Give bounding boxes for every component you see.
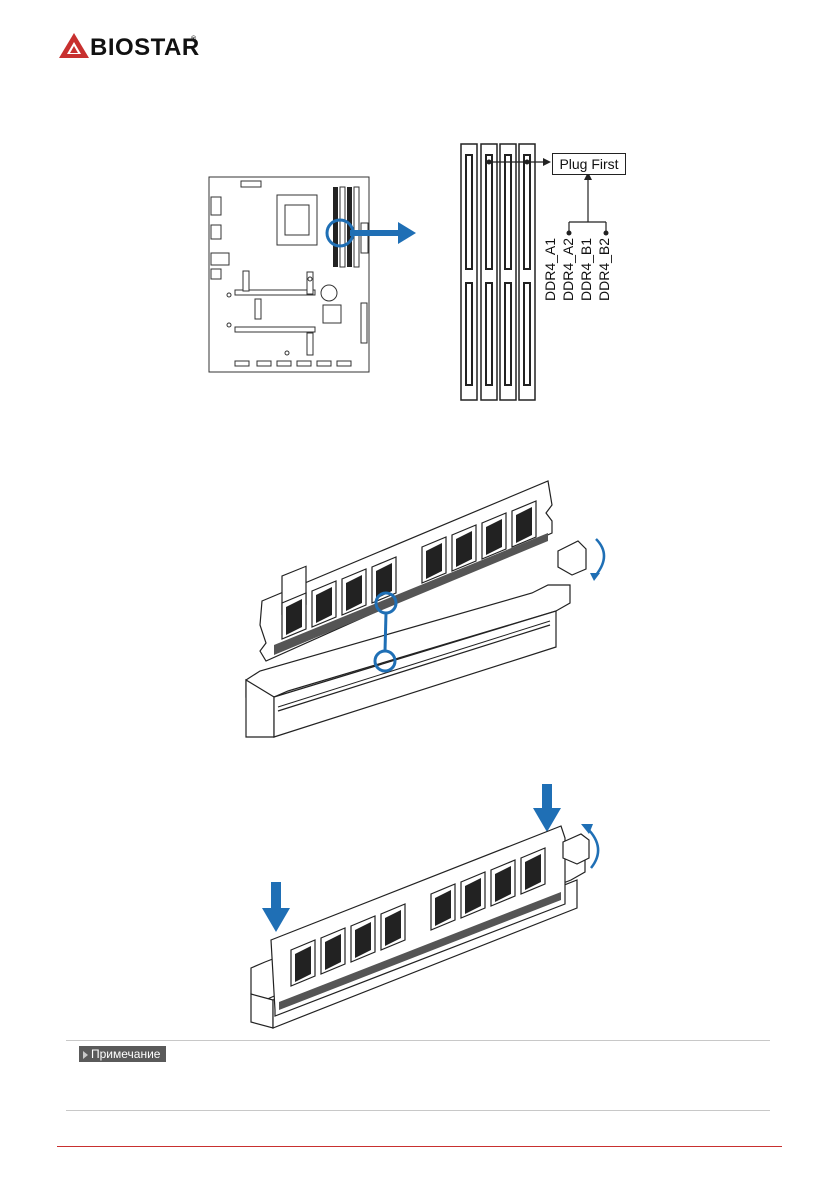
- motherboard-diagram: [208, 176, 370, 373]
- note-label-text: Примечание: [91, 1047, 161, 1061]
- dimm-install-step1: [245, 480, 606, 738]
- slot-label-b1: DDR4_B1: [578, 238, 594, 301]
- mb-dimm-slots: [333, 186, 360, 268]
- press-down-arrow-icon: [262, 784, 561, 932]
- note-label: Примечание: [79, 1046, 167, 1062]
- latch-rotate-icon: [581, 824, 600, 869]
- brand-name: BIOSTAR: [90, 34, 200, 61]
- note-bottom-rule: [66, 1110, 770, 1111]
- footer-rule: [57, 1146, 782, 1147]
- plug-first-label: Plug First: [552, 153, 626, 175]
- dimm-slot-detail: [460, 143, 609, 401]
- note-marker-icon: [83, 1050, 88, 1059]
- callout-arrow-icon: [350, 222, 416, 244]
- header-logo: BIOSTAR ®: [58, 30, 200, 62]
- slot-label-b2: DDR4_B2: [596, 238, 612, 301]
- slot-labels: DDR4_A1 DDR4_A2 DDR4_B1 DDR4_B2: [542, 238, 612, 301]
- dimm-install-step2: [250, 784, 600, 1029]
- biostar-logo-icon: [59, 33, 89, 58]
- brand-registered-mark: ®: [191, 36, 197, 43]
- note-top-rule: [66, 1040, 770, 1041]
- slot-label-a2: DDR4_A2: [560, 238, 576, 301]
- slot-label-a1: DDR4_A1: [542, 238, 558, 301]
